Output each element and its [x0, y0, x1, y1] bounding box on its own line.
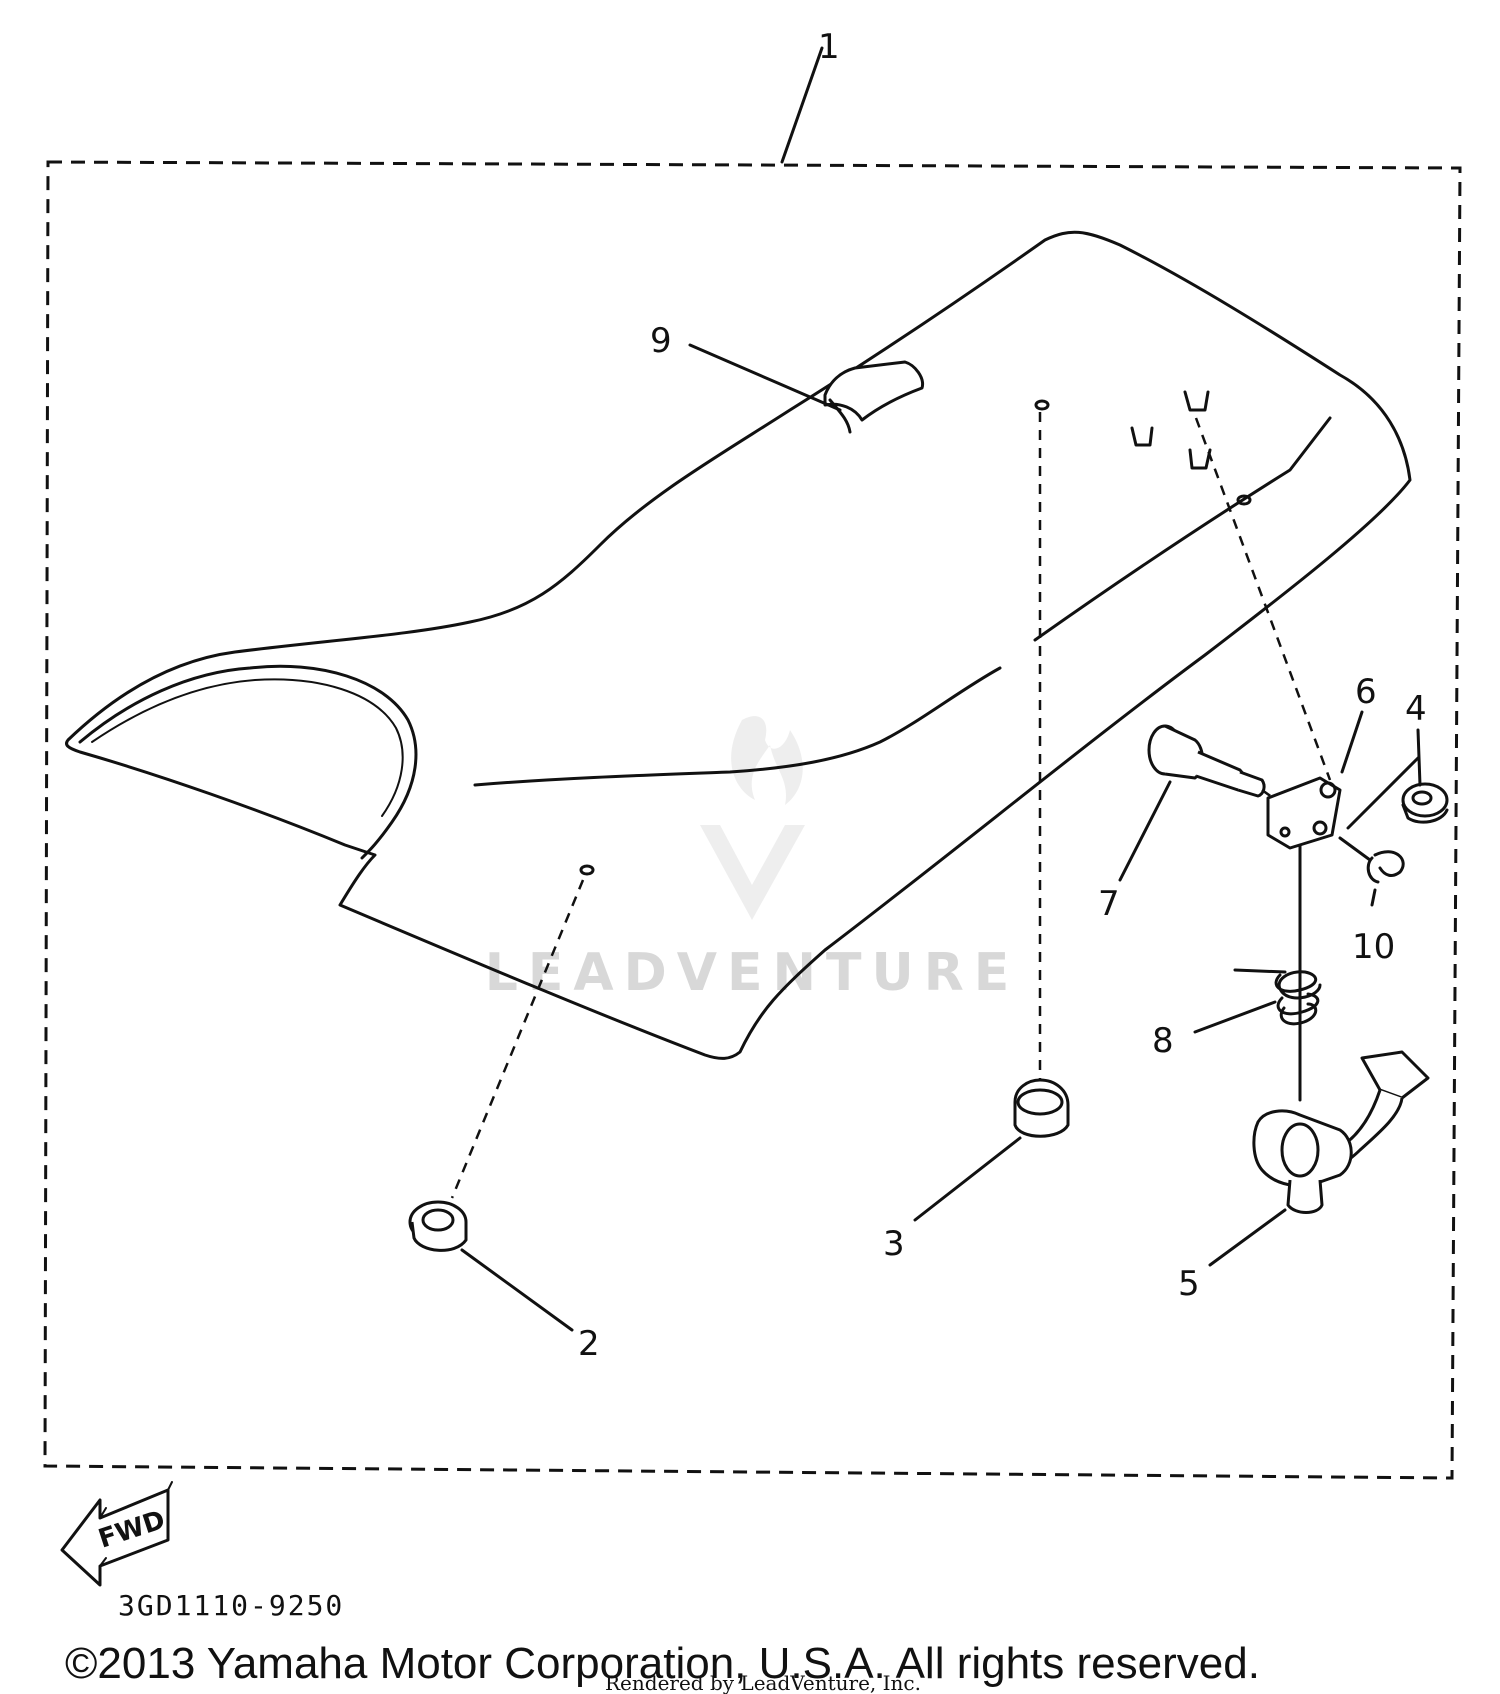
callout-5: 5 [1178, 1264, 1200, 1304]
pin-part-7 [1147, 724, 1266, 798]
damper-part-3 [1013, 1078, 1070, 1138]
grommet-part-4 [1401, 782, 1449, 824]
assembly-line-4 [1346, 756, 1420, 830]
leader-line-6 [1340, 710, 1364, 774]
leader-line-10 [1370, 888, 1377, 907]
callout-3: 3 [883, 1224, 905, 1264]
callout-6: 6 [1355, 672, 1377, 712]
callout-4: 4 [1405, 689, 1427, 729]
copyright-notice: ©2013 Yamaha Motor Corporation, U.S.A. A… [65, 1639, 1260, 1688]
assembly-line-6 [1194, 417, 1332, 781]
rendered-by-notice: Rendered by LeadVenture, Inc. [605, 1671, 921, 1694]
clip-part-10 [1366, 850, 1405, 884]
callout-9: 9 [650, 321, 672, 361]
leader-line-3 [913, 1136, 1022, 1222]
seat-lock-part-5 [1252, 1050, 1430, 1214]
leader-line-9 [688, 343, 842, 412]
callout-2: 2 [578, 1324, 600, 1364]
leader-line-7 [1118, 780, 1172, 882]
seat-cover [65, 230, 1412, 1060]
callout-1: 1 [818, 27, 840, 67]
forward-arrow-icon: FWD [60, 1481, 173, 1587]
assembly-line-7 [1261, 788, 1277, 802]
watermark-text: LEADVENTURE [485, 943, 1020, 1003]
assembly-line-2 [450, 879, 585, 1199]
watermark-logo [700, 716, 805, 920]
hook-part-6 [1266, 776, 1342, 850]
leader-line-2 [460, 1248, 574, 1332]
callout-8: 8 [1152, 1021, 1174, 1061]
leader-line-1 [780, 46, 824, 164]
callout-7: 7 [1098, 884, 1120, 924]
assembly-boundary [43, 160, 1462, 1480]
assembly-line-10 [1338, 836, 1372, 862]
leader-line-8 [1193, 1000, 1277, 1034]
spring-part-8 [1233, 968, 1322, 1026]
leader-line-5 [1208, 1208, 1287, 1267]
damper-part-2 [408, 1200, 468, 1252]
callout-10: 10 [1352, 927, 1395, 967]
diagram-code: 3GD1110-9250 [118, 1589, 344, 1622]
